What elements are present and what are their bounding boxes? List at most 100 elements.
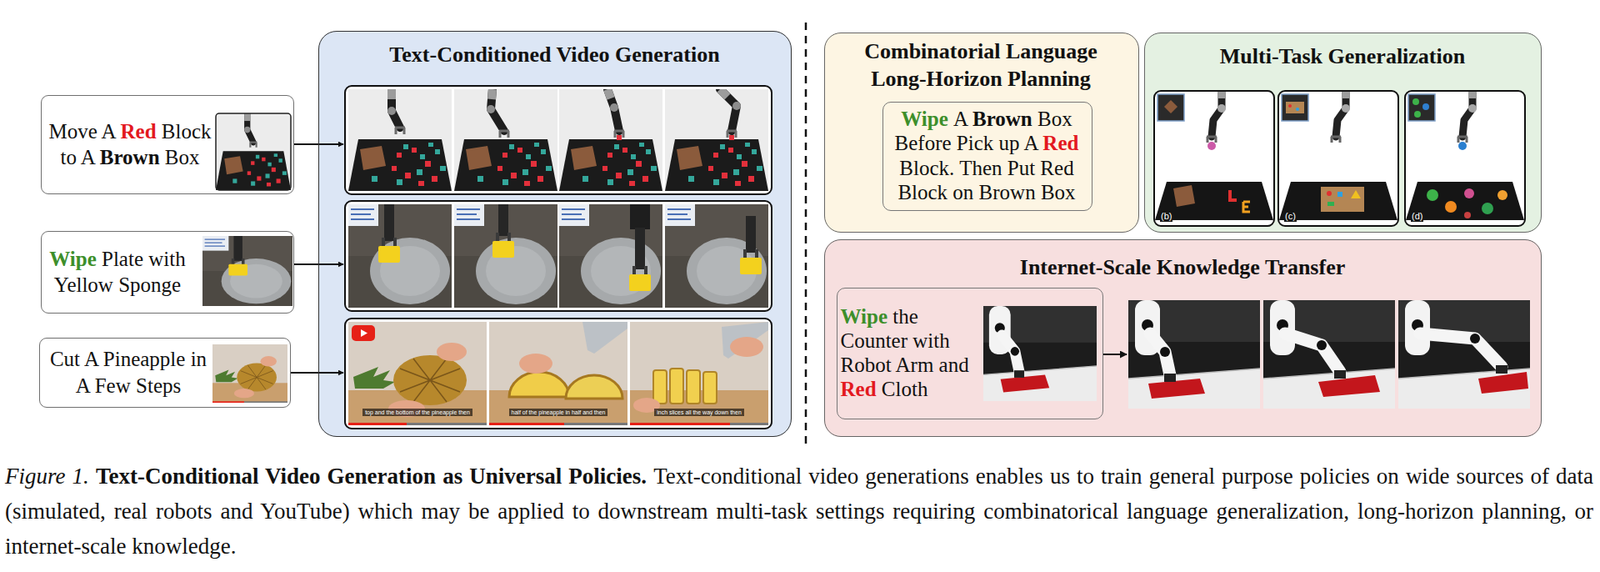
word: internet-scale — [5, 533, 132, 559]
word: Block. — [899, 156, 960, 180]
arrow — [290, 371, 344, 374]
task-frame — [1405, 90, 1525, 226]
thumbnail — [212, 344, 288, 403]
word: Generation — [327, 463, 444, 489]
prompt-box: Wipe the Counter with Robot Arm and Red … — [836, 287, 1104, 420]
video-rows — [345, 85, 772, 429]
pineapple-frame — [489, 321, 628, 425]
robot-frame — [1263, 300, 1395, 409]
word: and — [939, 353, 970, 376]
word: with — [912, 329, 950, 352]
word: downstream — [598, 498, 717, 524]
row-frame — [345, 318, 772, 429]
pineapple-frame — [630, 321, 769, 425]
word: in — [190, 347, 207, 370]
word: Robot — [840, 353, 896, 376]
panel-fill — [318, 30, 792, 437]
word: language — [1126, 498, 1216, 524]
word: Counter — [840, 329, 914, 352]
wipe-frame — [665, 204, 769, 308]
word: the — [892, 305, 919, 328]
row-frame — [345, 200, 772, 311]
label-anchor: (d) — [1410, 207, 1445, 223]
figure-caption: Figure 1. Text-Conditional Video Generat… — [5, 458, 1594, 564]
word: us — [1050, 463, 1077, 489]
arrow — [1103, 353, 1127, 355]
panel-title: Text-Conditioned Video Generation — [319, 41, 790, 70]
word: Long-Horizon — [870, 66, 1008, 91]
word: Arm — [895, 353, 940, 376]
word: A — [953, 107, 973, 130]
art-polygon — [360, 329, 368, 337]
wipe-frame — [348, 204, 452, 308]
sim-frame — [665, 89, 769, 191]
word: Text-Conditioned — [389, 42, 556, 67]
word: may — [420, 498, 468, 524]
word: enables — [975, 463, 1050, 489]
robot-frame — [1128, 300, 1260, 409]
panel-tag: (b) — [1160, 210, 1173, 222]
prompt-text: Wipe the Counter with Robot Arm and Red … — [840, 304, 981, 402]
word: Planning — [1007, 66, 1091, 91]
word: Box — [1040, 180, 1076, 204]
sim-frame — [559, 89, 663, 191]
prompt-text: Move A Red Block to A Brown Box — [45, 118, 215, 171]
youtube-logo — [351, 325, 375, 341]
word: A — [80, 145, 100, 169]
word: be — [468, 498, 498, 524]
word: Plate — [101, 247, 149, 270]
word: Wipe — [49, 247, 102, 270]
word: Video — [265, 463, 328, 489]
panel-fill — [824, 239, 1542, 437]
word: requiring — [892, 498, 984, 524]
panel: Multi-Task Generalization — [1144, 32, 1542, 233]
word: general — [1149, 463, 1223, 489]
panel-title: Multi-Task Generalization — [1145, 43, 1540, 71]
word: video — [808, 463, 865, 489]
instruction-text: Wipe A Brown Box Before Pick up A Red Bl… — [890, 106, 1085, 205]
word: Brown — [972, 107, 1038, 130]
word: to — [572, 498, 599, 524]
word: Put — [1007, 156, 1041, 180]
word: (simulated, — [5, 498, 115, 524]
word: Wipe — [840, 305, 894, 328]
word: robots — [155, 498, 220, 524]
word: train — [1100, 463, 1150, 489]
row-frame — [345, 200, 772, 311]
prompt-box: Move A Red Block to A Brown Box — [40, 95, 295, 195]
word: Then — [959, 156, 1008, 180]
word: Box — [165, 145, 200, 169]
word: on — [952, 180, 979, 204]
word: A — [101, 120, 121, 143]
word: YouTube) — [260, 498, 358, 524]
word: as — [442, 463, 470, 489]
word: A — [84, 347, 104, 370]
word: Move — [48, 120, 101, 143]
word: to — [1076, 463, 1101, 489]
task-frame — [1154, 90, 1275, 226]
word: generalization, — [1215, 498, 1358, 524]
word: settings — [815, 498, 893, 524]
divider-line — [805, 22, 808, 445]
word: or — [1575, 498, 1595, 524]
thumbnail — [983, 305, 1097, 401]
word: Knowledge — [1156, 255, 1265, 280]
label-anchor: (c) — [1284, 207, 1318, 223]
robot-frame — [1398, 300, 1530, 409]
label-anchor: (b) — [1160, 207, 1194, 223]
word: purpose — [1221, 463, 1300, 489]
task-frame — [1278, 90, 1399, 226]
word: up — [999, 131, 1025, 155]
word: Text-Conditional — [95, 463, 265, 489]
word: A — [1023, 131, 1043, 155]
word: real — [114, 498, 156, 524]
word: Red — [840, 377, 882, 400]
word: Wipe — [900, 107, 954, 130]
transfer-frames — [1128, 300, 1530, 409]
word: Transfer — [1265, 255, 1345, 280]
word: combinatorical — [983, 498, 1127, 524]
word: Red — [1040, 156, 1074, 180]
panel-tag: (c) — [1284, 210, 1297, 222]
word: Video — [555, 42, 615, 67]
